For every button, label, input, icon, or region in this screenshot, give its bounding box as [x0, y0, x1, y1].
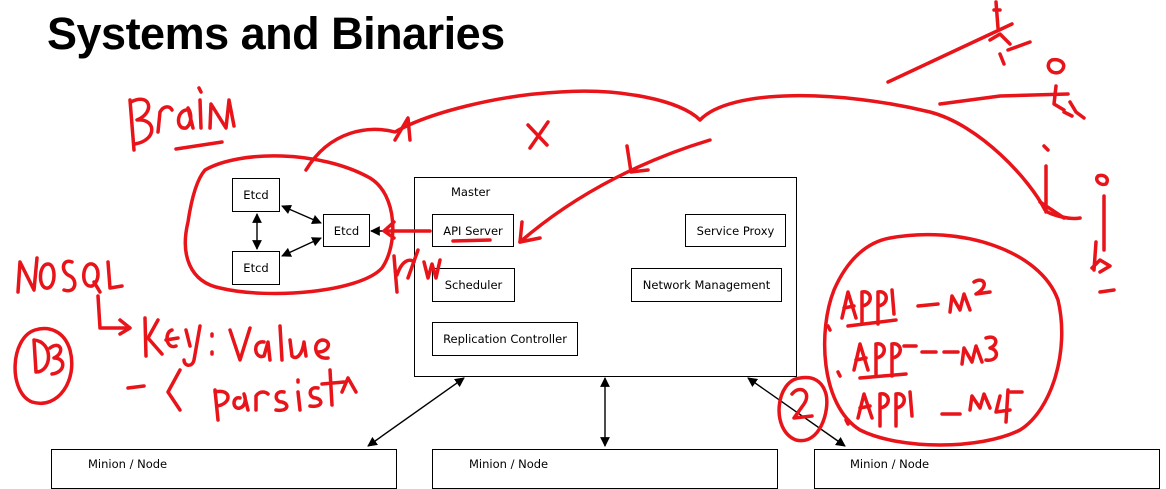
network-management-box: Network Management [631, 268, 782, 302]
annotation-nosql [16, 256, 124, 294]
minion-node-label-3: Minion / Node [850, 457, 930, 471]
replication-controller-box: Replication Controller [432, 322, 578, 356]
annotation-app-m4 [856, 388, 1024, 428]
annotation-cloud-top [304, 89, 1082, 221]
annotation-persistent [213, 368, 358, 422]
etcd-right-box: Etcd [323, 214, 370, 247]
annotation-key-value [143, 316, 331, 367]
annotation-apps-circle [822, 232, 1064, 447]
annotation-app-m2 [840, 278, 992, 328]
annotation-arrow-to-api [518, 138, 712, 244]
etcd-top-right-arrow [281, 205, 322, 224]
minion-node-label-1: Minion / Node [88, 457, 168, 471]
annotation-scribbles-top-right [886, 0, 1116, 294]
api-server-label: API Server [443, 223, 503, 238]
service-proxy-box: Service Proxy [685, 214, 786, 247]
etcd-right-label: Etcd [333, 223, 360, 238]
annotation-api-underline [451, 238, 492, 243]
network-management-label: Network Management [642, 278, 771, 292]
api-server-box: API Server [432, 214, 514, 247]
annotation-x [526, 120, 550, 150]
master-label: Master [451, 185, 491, 199]
minion-node-label-2: Minion / Node [469, 457, 549, 471]
annotation-brain [128, 86, 236, 152]
annotation-app-m3 [852, 335, 999, 380]
service-proxy-label: Service Proxy [696, 223, 775, 238]
etcd-bottom-label: Etcd [243, 261, 269, 275]
etcd-bottom-box: Etcd [232, 251, 280, 285]
annotation-rw [392, 248, 442, 294]
etcd-top-label: Etcd [243, 188, 269, 202]
scheduler-label: Scheduler [444, 278, 503, 292]
annotation-etcd-circle [183, 154, 395, 296]
replication-controller-label: Replication Controller [443, 332, 567, 346]
master-minion1-arrow [367, 377, 465, 447]
slide-title: Systems and Binaries [47, 8, 505, 59]
annotation-two [777, 375, 829, 443]
etcd-top-box: Etcd [232, 178, 280, 212]
etcd-bottom-right-arrow [281, 237, 322, 257]
annotation-arrow-to-cloud [393, 116, 412, 142]
annotation-db [13, 326, 74, 406]
scheduler-box: Scheduler [432, 268, 515, 302]
